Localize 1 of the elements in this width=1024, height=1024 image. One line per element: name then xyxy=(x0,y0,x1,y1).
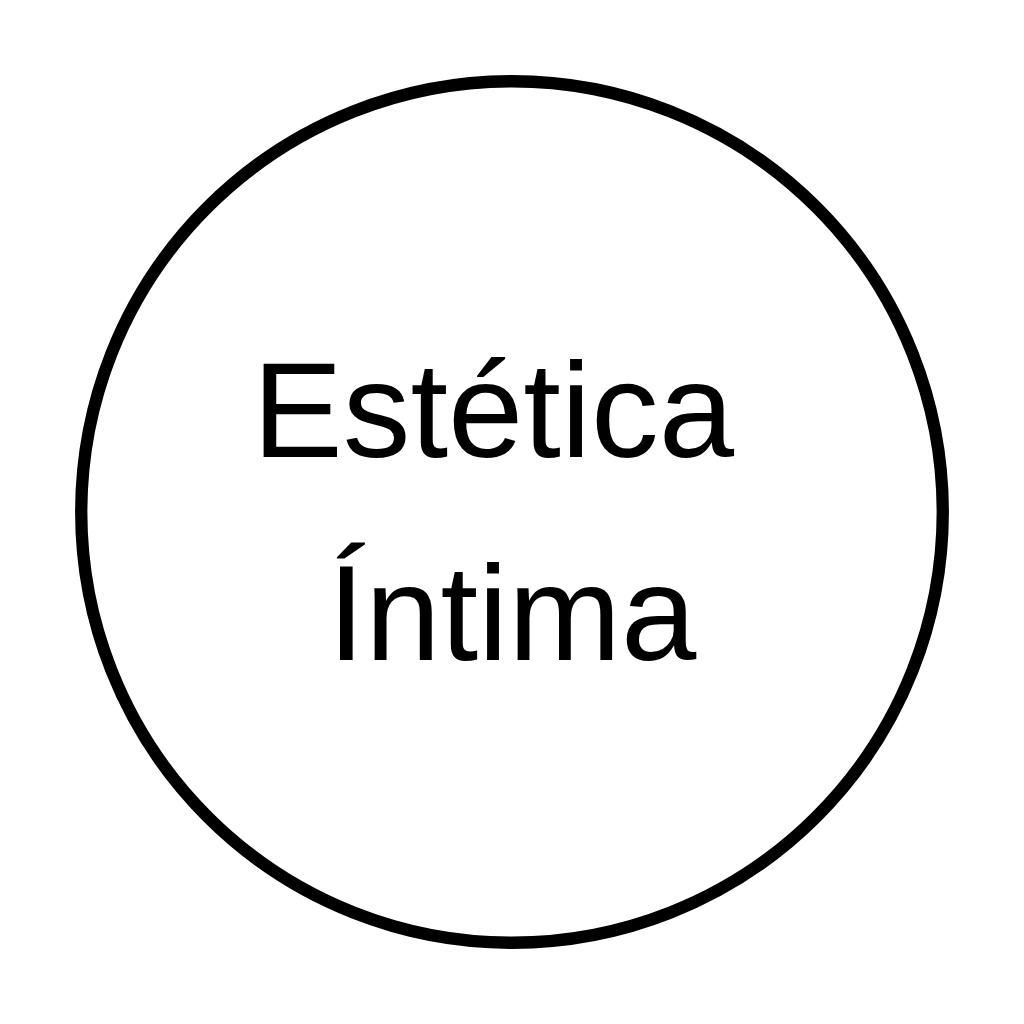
node-circle: Estética Íntima xyxy=(75,75,949,949)
